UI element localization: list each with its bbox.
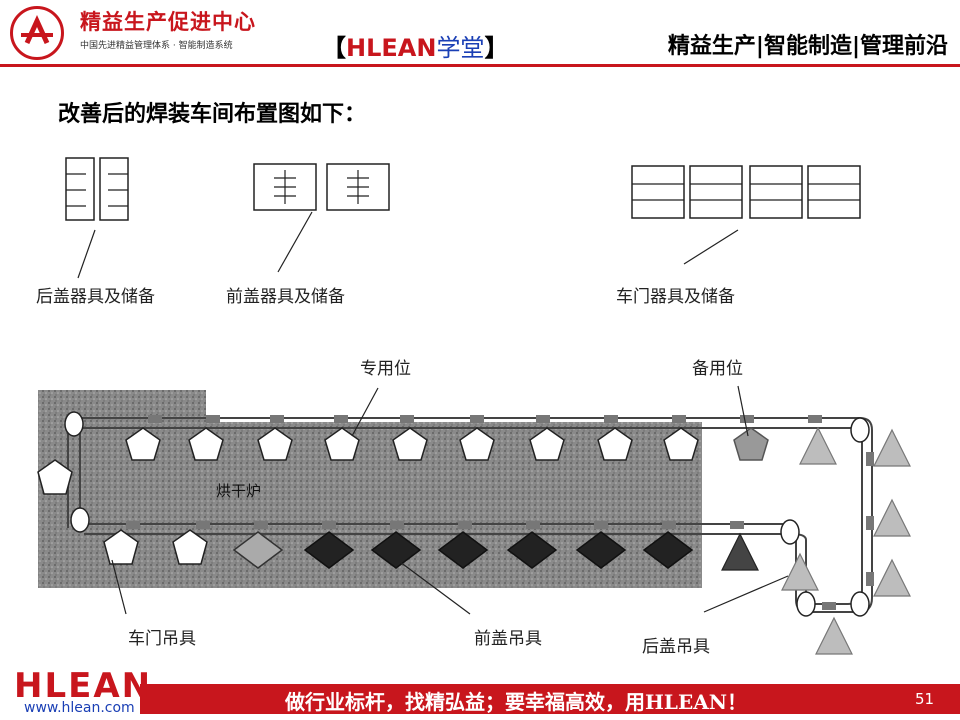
slide-title: 改善后的焊装车间布置图如下： [58, 102, 367, 127]
label-front-cover-hanger: 前盖吊具 [474, 629, 542, 649]
hlean-school-tag: 【HLEAN学堂】 [322, 34, 509, 62]
label-drying-oven: 烘干炉 [216, 482, 262, 500]
label-door-storage: 车门器具及储备 [616, 287, 735, 307]
spare-position-hanger [733, 427, 769, 461]
header-divider [0, 64, 960, 67]
header-tagline: 精益生产|智能制造|管理前沿 [667, 34, 948, 59]
rear-cover-hanger-dark [721, 532, 759, 571]
footer-url-link[interactable]: www.hlean.com [24, 700, 135, 716]
conveyor-turn-wheels [64, 411, 870, 617]
door-hangers-bottom [103, 529, 208, 565]
label-front-cover-storage: 前盖器具及储备 [226, 287, 345, 307]
front-cover-hanger-light [232, 531, 284, 569]
footer-slogan: 做行业标杆，找精弘益；要幸福高效，用HLEAN！ [285, 690, 748, 714]
label-door-hanger: 车门吊具 [128, 629, 196, 649]
logo-subtitle: 中国先进精益管理体系 · 智能制造系统 [80, 41, 233, 51]
page-number: 51 [915, 690, 935, 708]
door-hanger-left [37, 459, 73, 495]
label-rear-cover-hanger: 后盖吊具 [642, 637, 710, 657]
logo-emblem-icon [10, 6, 64, 60]
door-hangers-top [125, 427, 699, 461]
rear-cover-hangers [781, 426, 911, 655]
footer-bar [140, 684, 960, 714]
label-rear-cover-storage: 后盖器具及储备 [36, 287, 155, 307]
label-dedicated-position: 专用位 [360, 359, 411, 379]
callout-lines [111, 385, 789, 615]
front-cover-storage-racks [253, 163, 390, 273]
label-spare-position: 备用位 [692, 359, 743, 379]
logo-title: 精益生产促进中心 [80, 10, 256, 34]
conveyor-carriers [126, 415, 874, 610]
door-storage-racks [631, 165, 861, 265]
front-cover-hangers [303, 531, 694, 569]
rear-cover-storage-racks [65, 157, 129, 279]
footer-logo: HLEAN [14, 666, 153, 706]
